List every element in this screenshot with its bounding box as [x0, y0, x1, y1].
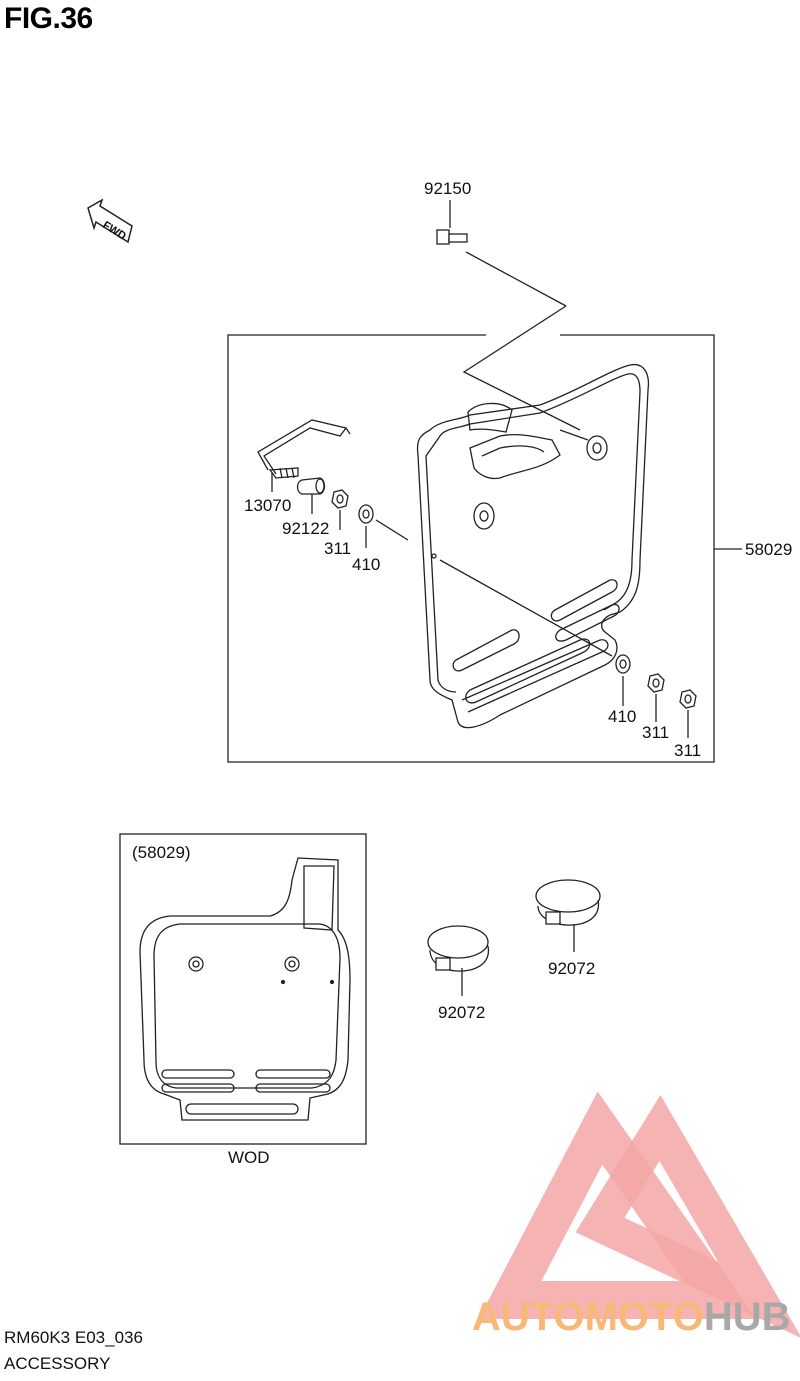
label-92072-left: 92072: [438, 1003, 485, 1022]
watermark-logo: [478, 1091, 800, 1338]
label-311-right-1: 311: [642, 723, 669, 742]
nut-311-right-1: [647, 673, 665, 722]
clamp-92072-right: [535, 879, 601, 952]
label-410-right: 410: [608, 707, 636, 726]
watermark-text-part1: AUTOMOTO: [472, 1295, 704, 1339]
collar-92122: [296, 477, 326, 514]
label-58029: 58029: [745, 540, 792, 559]
washer-410-left: [358, 504, 409, 548]
inset-ref-label: (58029): [132, 843, 191, 862]
label-311-right-2: 311: [674, 741, 701, 760]
inset-caption: WOD: [228, 1148, 270, 1167]
label-13070: 13070: [244, 496, 291, 515]
rod-13070: [257, 419, 351, 492]
watermark-text-part2: HUB: [704, 1295, 791, 1339]
washer-410-right: [615, 654, 631, 706]
label-410-left: 410: [352, 555, 380, 574]
number-plate-58029: [416, 363, 650, 729]
inset-plate-wod: [139, 857, 351, 1121]
leader-line-right: [439, 559, 613, 657]
bolt-92150: [436, 200, 581, 431]
fwd-arrow-icon: FWD: [87, 198, 133, 244]
footer-model: RM60K3 E03_036: [4, 1328, 143, 1347]
nut-311-right-2: [679, 689, 697, 738]
label-92072-right: 92072: [548, 959, 595, 978]
figure-title: FIG.36: [4, 2, 93, 35]
footer-section: ACCESSORY: [4, 1354, 111, 1373]
inset-box: [119, 833, 367, 1145]
label-92122: 92122: [282, 519, 329, 538]
watermark-text: AUTOMOTOHUB: [472, 1295, 791, 1339]
main-frame: [227, 334, 742, 763]
label-311-left: 311: [324, 539, 351, 558]
clamp-92072-left: [427, 925, 490, 996]
nut-311-left: [331, 489, 349, 530]
label-92150: 92150: [424, 179, 471, 198]
